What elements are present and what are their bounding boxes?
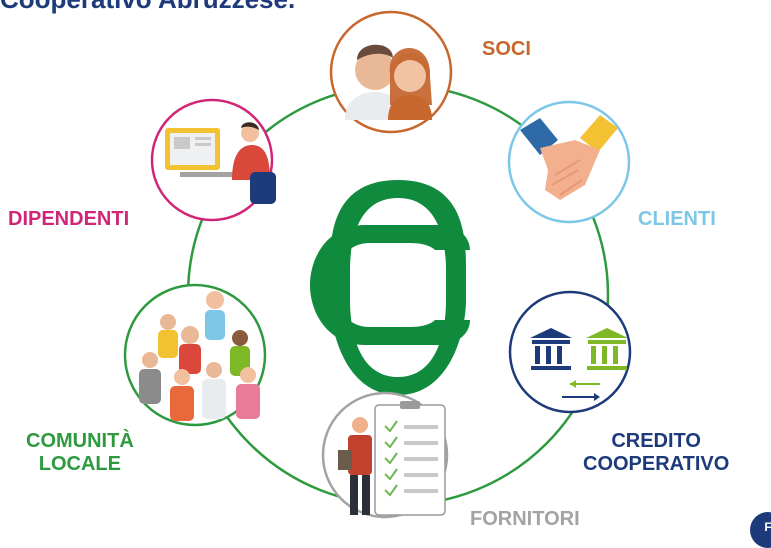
employee-at-desk-icon bbox=[165, 122, 276, 204]
label-clienti: CLIENTI bbox=[638, 208, 716, 230]
page-title: Cooperativo Abruzzese. bbox=[0, 0, 295, 15]
stakeholder-diagram bbox=[123, 10, 632, 519]
supplier-checklist-icon bbox=[338, 401, 446, 516]
label-credito-line-1: CREDITO bbox=[611, 430, 701, 452]
node-clienti bbox=[507, 100, 631, 224]
node-credito bbox=[508, 290, 632, 414]
node-fornitori bbox=[321, 391, 449, 519]
credito-cooperativo-logo bbox=[310, 180, 470, 395]
label-soci: SOCI bbox=[482, 38, 531, 60]
label-comunita-line-2: LOCALE bbox=[38, 453, 121, 475]
community-group-icon bbox=[139, 291, 260, 421]
label-credito: CREDITO COOPERATIVO bbox=[583, 430, 729, 476]
node-comunita bbox=[123, 283, 267, 427]
label-fornitori: FORNITORI bbox=[470, 508, 580, 530]
label-dipendenti: DIPENDENTI bbox=[8, 208, 130, 230]
members-couple-icon bbox=[345, 44, 432, 120]
label-comunita-line-1: COMUNITÀ bbox=[26, 430, 134, 452]
label-credito-line-2: COOPERATIVO bbox=[583, 453, 730, 475]
handshake-icon bbox=[520, 115, 618, 200]
node-soci bbox=[329, 10, 453, 134]
node-dipendenti bbox=[150, 98, 276, 222]
label-comunita: COMUNITÀ LOCALE bbox=[26, 430, 134, 476]
banks-exchange-icon bbox=[530, 328, 628, 401]
